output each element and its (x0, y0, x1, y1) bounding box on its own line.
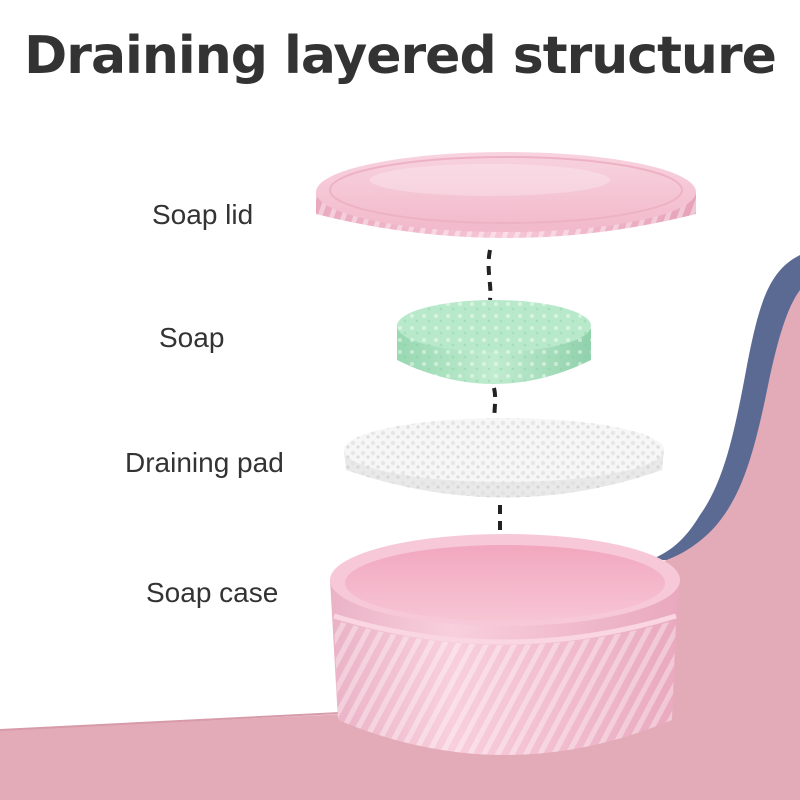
label-soap-lid: Soap lid (152, 199, 254, 230)
label-soap-case: Soap case (146, 577, 279, 608)
draining-pad-image (344, 418, 664, 498)
soap-image (397, 300, 591, 384)
pink-floor-shape (0, 290, 800, 800)
soap-case-image (330, 534, 680, 755)
page-title: Draining layered structure (24, 26, 777, 86)
label-soap: Soap (159, 322, 225, 353)
label-draining-pad: Draining pad (125, 447, 284, 478)
soap-lid-image (316, 152, 696, 238)
